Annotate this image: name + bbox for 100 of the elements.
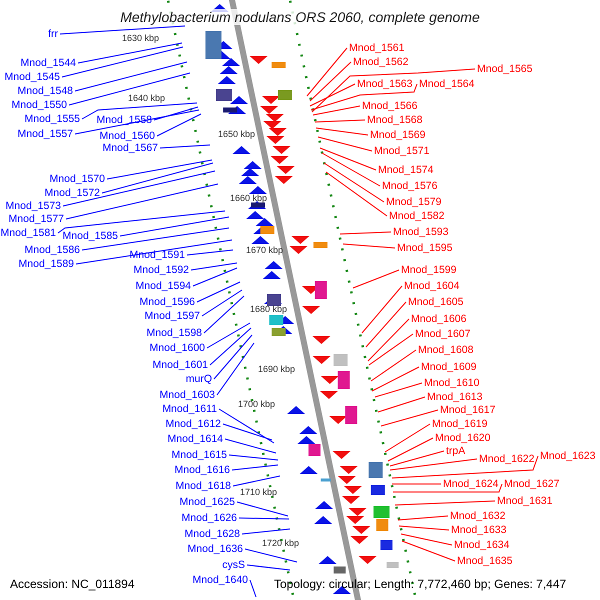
gene-label: Mnod_1611 bbox=[162, 402, 217, 416]
gene-label: Mnod_1613 bbox=[427, 390, 482, 404]
leader-line bbox=[370, 350, 416, 382]
gene-label: cysS bbox=[222, 558, 245, 572]
leader-line bbox=[232, 476, 280, 486]
gene-label: Mnod_1561 bbox=[349, 42, 404, 54]
leader-line bbox=[306, 48, 348, 96]
gene-label: Mnod_1634 bbox=[454, 538, 510, 552]
leader-line bbox=[316, 128, 368, 136]
gene-label: frr bbox=[48, 28, 58, 40]
gene-label: Mnod_1579 bbox=[386, 196, 442, 208]
gene-label: Mnod_1601 bbox=[152, 358, 208, 372]
tick-label: 1700 kbp bbox=[238, 399, 276, 409]
leader-line bbox=[342, 244, 396, 248]
gene-label: Mnod_1589 bbox=[18, 258, 74, 270]
leader-line bbox=[242, 528, 290, 534]
leader-line bbox=[326, 172, 388, 216]
leader-line bbox=[398, 526, 450, 530]
gene-label: Mnod_1545 bbox=[4, 70, 60, 84]
leader-line bbox=[400, 534, 452, 546]
leader-line bbox=[192, 268, 238, 286]
title: Methylobacterium nodulans ORS 2060, complete genome bbox=[120, 9, 480, 25]
leader-line bbox=[392, 456, 538, 478]
gene-label: Mnod_1604 bbox=[404, 280, 460, 292]
gene-label: Mnod_1615 bbox=[172, 448, 227, 462]
gene-label: Mnod_1606 bbox=[411, 312, 466, 326]
leader-line bbox=[62, 46, 184, 78]
leader-line bbox=[362, 286, 402, 334]
leader-line bbox=[246, 564, 290, 570]
footer-text: Topology: circular; Length: 7,772,460 bp; Genes: 7,447 bbox=[274, 577, 566, 591]
gene-label: Mnod_1598 bbox=[146, 326, 202, 340]
gene-label: Mnod_1596 bbox=[140, 296, 195, 308]
gene-label: Mnod_1585 bbox=[62, 230, 118, 242]
leader-line bbox=[368, 334, 414, 366]
gene-label: murQ bbox=[186, 372, 212, 386]
leader-line bbox=[60, 26, 186, 34]
leader-line bbox=[238, 518, 290, 520]
leader-line bbox=[366, 302, 406, 348]
tick-label: 1650 kbp bbox=[218, 129, 256, 139]
leader-line bbox=[352, 270, 400, 288]
leader-line bbox=[312, 68, 476, 112]
gene-label: Mnod_1632 bbox=[450, 510, 506, 522]
leader-line bbox=[318, 136, 372, 152]
tick-label: 1690 kbp bbox=[258, 364, 296, 374]
tick-label: 1660 kbp bbox=[230, 193, 268, 203]
leader-line bbox=[156, 114, 202, 136]
tick-label: 1710 kbp bbox=[240, 487, 278, 497]
leader-line bbox=[310, 84, 356, 106]
leader-line bbox=[216, 342, 254, 396]
gene-label: Mnod_1640 bbox=[192, 574, 248, 586]
leader-line bbox=[154, 106, 198, 120]
leader-line bbox=[204, 296, 244, 334]
leader-line bbox=[374, 382, 422, 398]
leader-line bbox=[310, 62, 352, 102]
leader-line bbox=[312, 106, 360, 116]
gene-label: Mnod_1586 bbox=[24, 244, 80, 256]
gene-label: Mnod_1595 bbox=[397, 242, 452, 254]
leader-line bbox=[392, 484, 502, 492]
leader-line bbox=[196, 282, 240, 302]
gene-label: Mnod_1573 bbox=[6, 200, 61, 212]
gene-label: Mnod_1625 bbox=[180, 496, 235, 508]
gene-label: Mnod_1607 bbox=[415, 328, 470, 340]
leader-line bbox=[398, 516, 448, 520]
leader-line bbox=[58, 210, 226, 234]
leader-line bbox=[310, 84, 418, 110]
gene-label: Mnod_1622 bbox=[479, 452, 534, 466]
gene-label: Mnod_1617 bbox=[440, 404, 496, 416]
gene-label: Mnod_1566 bbox=[362, 100, 418, 112]
leader-line bbox=[236, 502, 288, 516]
leader-line bbox=[224, 438, 276, 454]
tick-label: 1630 kbp bbox=[122, 33, 160, 43]
gene-label: Mnod_1562 bbox=[353, 56, 408, 68]
gene-label: Mnod_1635 bbox=[457, 554, 512, 568]
gene-label: Mnod_1564 bbox=[419, 78, 474, 90]
leader-line bbox=[340, 232, 392, 234]
gene-label: Mnod_1544 bbox=[20, 56, 76, 70]
gene-label: Mnod_1609 bbox=[421, 360, 476, 374]
leader-line bbox=[74, 62, 188, 92]
leader-line bbox=[372, 366, 420, 392]
gene-label: Mnod_1582 bbox=[389, 210, 444, 222]
gene-label: Mnod_1571 bbox=[374, 144, 430, 158]
leader-line bbox=[228, 454, 278, 460]
leader-line bbox=[74, 110, 200, 134]
leader-line bbox=[314, 120, 366, 122]
leader-line bbox=[82, 228, 230, 250]
tick-label: 1720 kbp bbox=[262, 538, 300, 548]
gene-label: Mnod_1565 bbox=[477, 62, 532, 76]
leader-line bbox=[120, 216, 230, 236]
gene-label: Mnod_1576 bbox=[382, 180, 438, 192]
leader-line bbox=[250, 580, 256, 598]
gene-label: Mnod_1572 bbox=[44, 186, 100, 200]
gene-label: Mnod_1633 bbox=[451, 524, 506, 536]
gene-label: Mnod_1618 bbox=[176, 480, 231, 492]
leader-line bbox=[384, 424, 430, 452]
gene-label: Mnod_1610 bbox=[424, 376, 480, 390]
gene-label: trpA bbox=[446, 444, 466, 458]
gene-label: Mnod_1567 bbox=[102, 142, 158, 154]
leader-line bbox=[82, 102, 198, 120]
leader-line bbox=[186, 250, 234, 256]
gene-label: Mnod_1623 bbox=[540, 450, 596, 462]
